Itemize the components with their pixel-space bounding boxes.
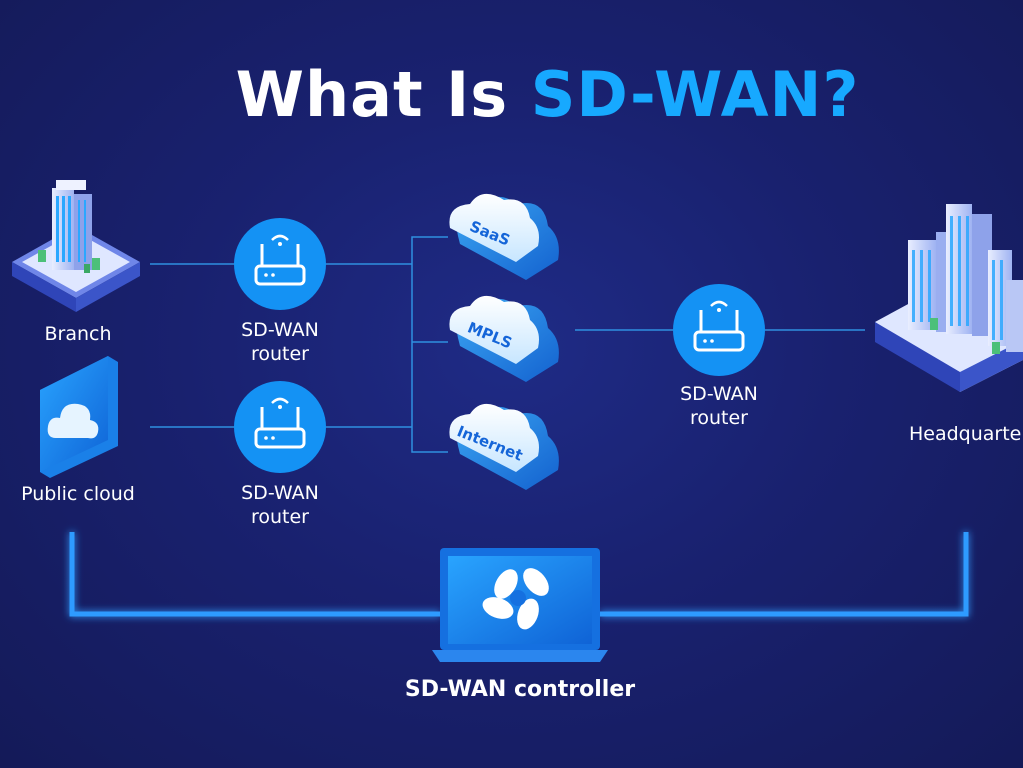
network-links [150,236,865,453]
title-accent: SD-WAN? [530,58,860,131]
branch-label: Branch [44,323,112,345]
router1-label-line1: SD-WAN [241,319,319,341]
router3-label-line1: SD-WAN [680,383,758,405]
router3-label: SD-WAN router [659,382,779,430]
page-title: What Is SD-WAN? [0,58,1023,131]
router1-label-line2: router [250,343,309,365]
router-icon-2 [234,381,326,473]
title-prefix: What Is [235,58,531,131]
controller-label: SD-WAN controller [404,677,636,702]
cloud-mpls-icon: MPLS [449,295,559,382]
link-bus [411,236,448,453]
router2-label-line1: SD-WAN [241,482,319,504]
controller-bus [69,532,969,617]
router2-label: SD-WAN router [220,481,340,529]
controller-logo-icon [482,568,549,630]
controller-laptop-icon [432,548,608,662]
cloud-saas-icon: SaaS [449,193,559,280]
router2-label-line2: router [250,506,309,528]
cloud-internet-icon: Internet [449,403,559,490]
router1-label: SD-WAN router [220,318,340,366]
public-cloud-label: Public cloud [21,483,135,505]
headquarters-label: Headquarte [909,423,1022,445]
branch-building-icon [12,180,140,312]
public-cloud-icon [40,356,118,478]
router3-label-line2: router [689,407,748,429]
router-icon-3 [673,284,765,376]
router-icon-1 [234,218,326,310]
headquarters-building-icon [875,204,1023,392]
